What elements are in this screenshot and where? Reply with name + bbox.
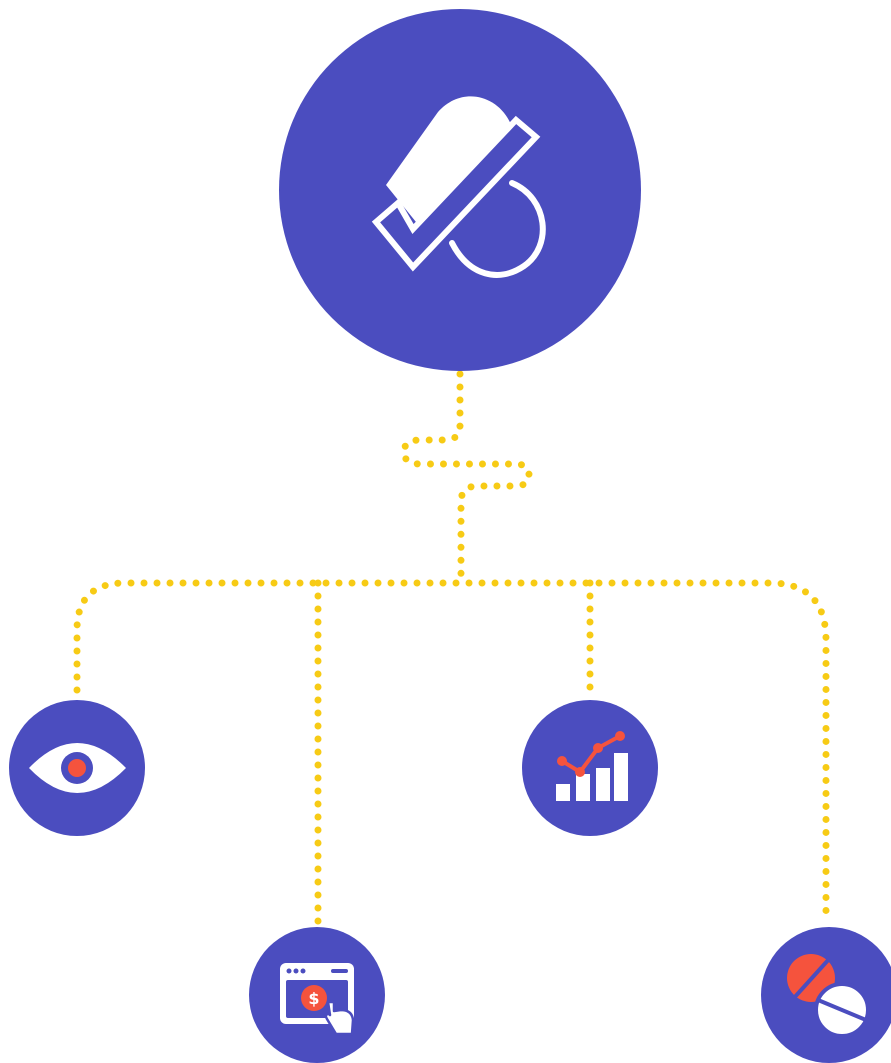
capsule-top-shape bbox=[386, 96, 512, 222]
chart-node bbox=[522, 700, 658, 836]
branch-bus-connector bbox=[73, 579, 830, 922]
chart-node-circle bbox=[522, 700, 658, 836]
check-band bbox=[371, 115, 541, 272]
white-pill-score bbox=[817, 998, 867, 1022]
chart-bar-4 bbox=[614, 753, 628, 801]
chart-point-4 bbox=[615, 731, 625, 741]
growth-chart-icon bbox=[556, 731, 628, 801]
pills-node bbox=[761, 927, 891, 1063]
dollar-coin bbox=[301, 985, 327, 1011]
browser-dot-3 bbox=[300, 968, 306, 974]
online-payment-click-icon: $ bbox=[280, 963, 355, 1036]
browser-dot-2 bbox=[293, 968, 299, 974]
chart-point-2 bbox=[575, 767, 585, 777]
pills-icon bbox=[787, 954, 870, 1038]
pointer-hand-icon bbox=[324, 1000, 355, 1036]
dollar-sign: $ bbox=[308, 989, 319, 1008]
browser-address-bar bbox=[331, 969, 348, 973]
chart-point-1 bbox=[557, 756, 567, 766]
trunk-connector bbox=[400, 370, 533, 583]
eye-node bbox=[9, 700, 145, 836]
browser-dot-1 bbox=[286, 968, 292, 974]
eye-icon bbox=[29, 743, 126, 793]
chart-bar-2 bbox=[576, 774, 590, 801]
chart-point-3 bbox=[593, 743, 603, 753]
root-node bbox=[279, 9, 641, 371]
chart-trend-line bbox=[560, 734, 621, 775]
connectors bbox=[73, 370, 830, 929]
payment-node: $ bbox=[249, 927, 385, 1063]
capsule-bottom-outline bbox=[449, 180, 546, 278]
no-pill-check-icon bbox=[371, 96, 546, 278]
chart-bar-1 bbox=[556, 784, 570, 801]
red-pill-score bbox=[791, 956, 832, 1001]
chart-bar-3 bbox=[596, 768, 610, 801]
eye-pupil bbox=[68, 759, 86, 777]
